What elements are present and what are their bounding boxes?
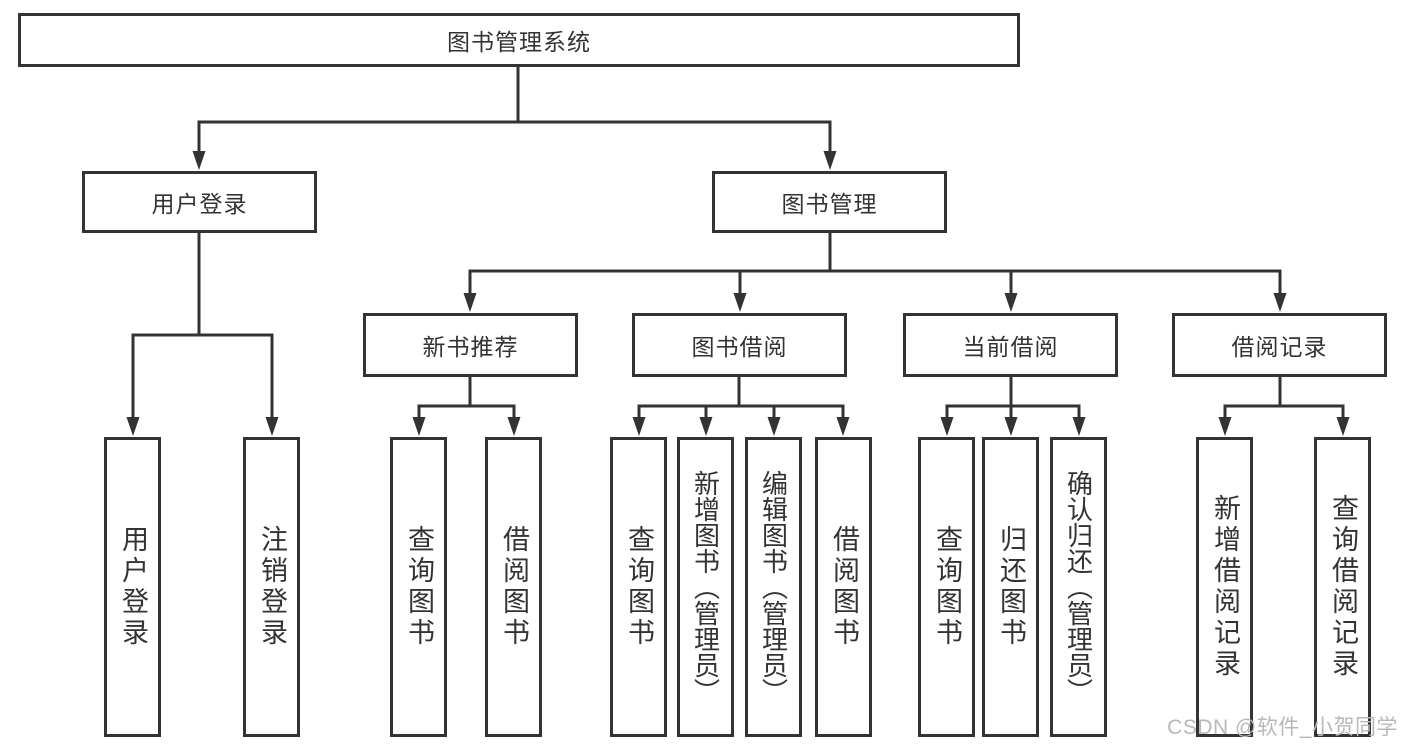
leaf-edit-books-admin: 编辑图书（管理员）: [745, 437, 802, 737]
leaf-user-login: 用户登录: [104, 437, 161, 737]
csdn-watermark: CSDN @软件_小贺同学: [1167, 716, 1398, 739]
leaf-query-borrow-record-label: 查询借阅记录: [1328, 494, 1358, 680]
leaf-add-borrow-record-label: 新增借阅记录: [1210, 494, 1240, 680]
leaf-logout-label: 注销登录: [257, 525, 287, 649]
leaf-query-borrow-record: 查询借阅记录: [1314, 437, 1371, 737]
connector-new-book-recommend: [412, 377, 521, 436]
leaf-recommend-borrow-books-label: 借阅图书: [499, 525, 529, 649]
node-borrowing-records: 借阅记录: [1172, 313, 1387, 377]
node-user-login: 用户登录: [82, 171, 317, 233]
node-library-management-system: 图书管理系统: [18, 13, 1020, 67]
leaf-return-books-label: 归还图书: [996, 525, 1026, 649]
leaf-current-query-books: 查询图书: [918, 437, 975, 737]
leaf-recommend-query-books: 查询图书: [390, 437, 447, 737]
leaf-add-books-admin: 新增图书（管理员）: [677, 437, 734, 737]
leaf-confirm-return-admin: 确认归还（管理员）: [1050, 437, 1107, 737]
node-book-borrowing: 图书借阅: [632, 313, 847, 377]
node-book-management: 图书管理: [712, 171, 947, 233]
leaf-borrowing-query-books-label: 查询图书: [624, 525, 654, 649]
leaf-return-books: 归还图书: [982, 437, 1039, 737]
connector-root: [192, 67, 837, 170]
leaf-add-books-admin-label: 新增图书（管理员）: [690, 470, 721, 704]
leaf-confirm-return-admin-label: 确认归还（管理员）: [1063, 470, 1094, 704]
connector-borrowing-records: [1218, 377, 1350, 436]
connector-current-borrowing: [940, 377, 1086, 436]
connector-user-login: [126, 233, 279, 436]
leaf-borrowing-borrow-books: 借阅图书: [815, 437, 872, 737]
leaf-recommend-query-books-label: 查询图书: [404, 525, 434, 649]
leaf-user-login-label: 用户登录: [118, 525, 148, 649]
leaf-borrowing-borrow-books-label: 借阅图书: [829, 525, 859, 649]
node-current-borrowing: 当前借阅: [903, 313, 1118, 377]
node-new-book-recommend: 新书推荐: [363, 313, 578, 377]
leaf-edit-books-admin-label: 编辑图书（管理员）: [758, 470, 789, 704]
connector-book-management: [463, 233, 1287, 312]
leaf-add-borrow-record: 新增借阅记录: [1196, 437, 1253, 737]
leaf-recommend-borrow-books: 借阅图书: [485, 437, 542, 737]
leaf-borrowing-query-books: 查询图书: [610, 437, 667, 737]
connector-book-borrowing: [632, 377, 850, 436]
leaf-current-query-books-label: 查询图书: [932, 525, 962, 649]
leaf-logout: 注销登录: [243, 437, 300, 737]
